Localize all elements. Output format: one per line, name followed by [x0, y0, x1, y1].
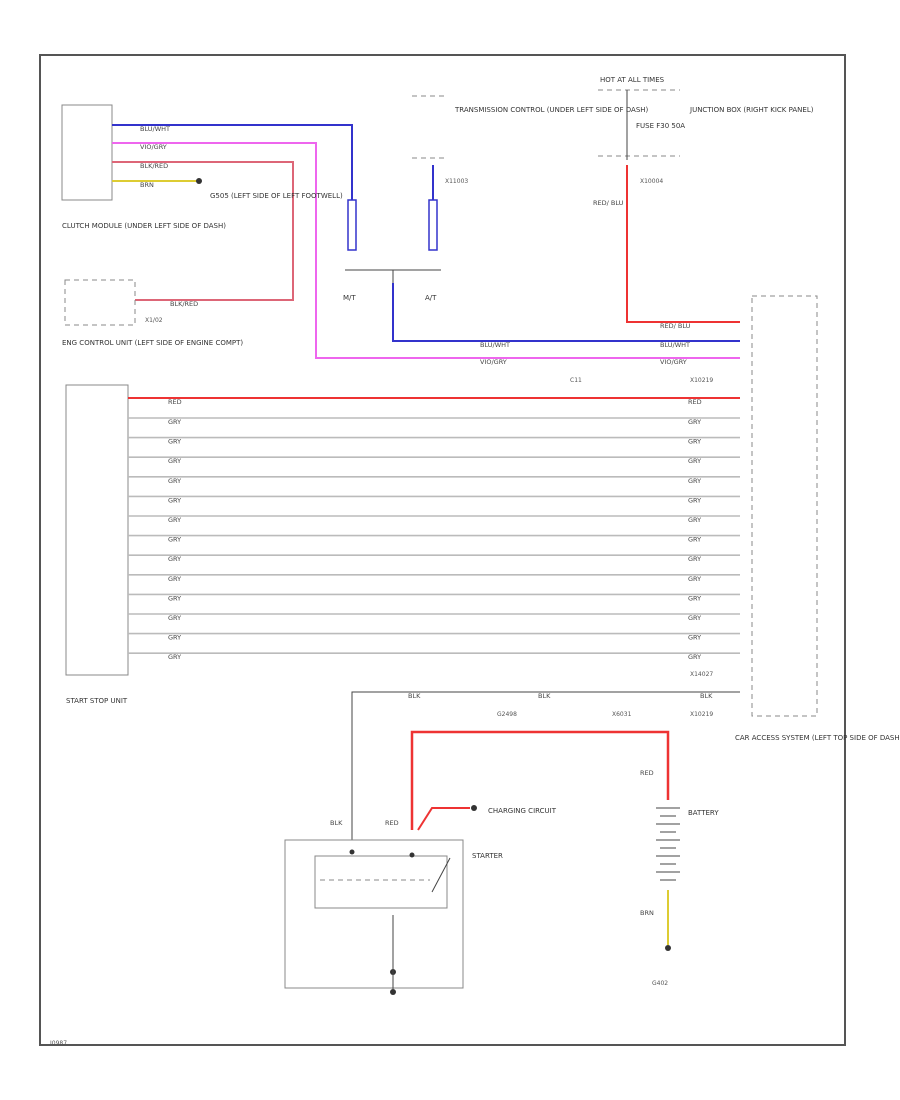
connector-x2-label: X11003 — [445, 178, 468, 185]
wire-label-brn-battery: BRN — [640, 909, 654, 917]
wire-label-red-blu-2: RED/ BLU — [660, 322, 691, 330]
ground-g505-label: G505 (LEFT SIDE OF LEFT FOOTWELL) — [210, 192, 343, 200]
splice-at — [428, 199, 438, 251]
connector-x4-label: X10219 — [690, 377, 713, 384]
splice-mt — [347, 199, 357, 251]
wire-label-gry: GRY — [688, 496, 701, 504]
figure-id: I0987 — [50, 1040, 67, 1047]
start-stop-unit-box — [65, 384, 129, 676]
wire-label-bu-wht: BLU/WHT — [140, 125, 170, 133]
starter-terminal-blk — [349, 849, 355, 855]
wire-label-bu-wht-3: BLU/WHT — [660, 341, 690, 349]
fuse-label: FUSE F30 50A — [636, 122, 685, 130]
mt-label: M/T — [343, 294, 356, 302]
wire-blk-starter — [351, 691, 740, 840]
transmission-control-label: TRANSMISSION CONTROL (UNDER LEFT SIDE OF… — [454, 106, 649, 114]
wire-label-vio-gry: VIO/GRY — [140, 143, 167, 151]
charging-circuit-dot — [471, 805, 477, 811]
start-stop-unit-label: START STOP UNIT — [66, 697, 128, 705]
wire-label-gry: GRY — [688, 653, 701, 661]
wire-red-battery — [410, 730, 670, 830]
wire-label-gry: GRY — [688, 516, 701, 524]
wire-label-gry: GRY — [168, 418, 181, 426]
wire-label-bu-wht-2: BLU/WHT — [480, 341, 510, 349]
junction-box-label: JUNCTION BOX (RIGHT KICK PANEL) — [689, 106, 814, 114]
connector-x6-label: X10219 — [690, 711, 713, 718]
wire-label-gry: GRY — [168, 477, 181, 485]
wire-label-gry: GRY — [168, 634, 181, 642]
wire-label-gry: GRY — [168, 496, 181, 504]
starter-motor-bottom — [390, 989, 396, 995]
wire-label-gry: GRY — [168, 555, 181, 563]
wire-label-gry: GRY — [168, 575, 181, 583]
wire-label-gry: GRY — [168, 536, 181, 544]
wire-label-blk-red-2: BLK/RED — [170, 300, 198, 308]
hot-at-all-times-label: HOT AT ALL TIMES — [600, 76, 665, 84]
wire-label-gry: GRY — [168, 457, 181, 465]
at-label: A/T — [425, 294, 437, 302]
wire-violet-top — [112, 142, 740, 359]
gray-wire-bundle: GRY GRY GRY GRY GRY GRY GRY GRY GRY GRY GRY GRY GRY G… — [128, 417, 740, 661]
starter-outline — [284, 839, 464, 989]
connector-x1-label: X1/02 — [145, 317, 163, 324]
connector-c2-label: G2498 — [497, 711, 517, 718]
wire-label-gry: GRY — [168, 614, 181, 622]
wire-label-gry: GRY — [168, 516, 181, 524]
wire-blkred — [112, 161, 294, 301]
wire-label-blk-red: BLK/RED — [140, 162, 168, 170]
battery-label: BATTERY — [688, 809, 719, 817]
connector-c3-label: X6031 — [612, 711, 632, 718]
wire-label-red-ssu: RED — [168, 398, 182, 406]
charging-circuit-label: CHARGING CIRCUIT — [488, 807, 557, 815]
wire-label-gry: GRY — [688, 594, 701, 602]
wire-label-gry: GRY — [688, 536, 701, 544]
starter-terminal-red — [409, 852, 415, 858]
starter-label: STARTER — [472, 852, 503, 860]
car-access-system-box — [751, 295, 818, 717]
wire-red-charging — [417, 807, 470, 831]
ecu-upper-connector — [64, 279, 136, 326]
wire-label-red-battery: RED — [640, 769, 654, 777]
connector-x3-label: X10004 — [640, 178, 663, 185]
wire-label-blk-3: BLK — [700, 692, 713, 700]
wire-label-red-blu: RED/ BLU — [593, 199, 624, 207]
ground-g505-dot — [196, 178, 202, 184]
connector-c1-label: C11 — [570, 377, 582, 384]
wire-label-gry: GRY — [688, 555, 701, 563]
wire-label-gry: GRY — [168, 438, 181, 446]
starter-switch-arm — [431, 857, 451, 893]
starter-solenoid — [314, 855, 448, 909]
wire-label-red-starter: RED — [385, 819, 399, 827]
wire-label-gry: GRY — [168, 594, 181, 602]
ground-g402-label: G402 — [652, 980, 668, 987]
wire-label-blk-1: BLK — [408, 692, 421, 700]
wire-label-gry: GRY — [688, 477, 701, 485]
wire-label-gry: GRY — [688, 634, 701, 642]
wire-label-gry: GRY — [688, 575, 701, 583]
car-access-system-label: CAR ACCESS SYSTEM (LEFT TOP SIDE OF DASH… — [735, 734, 900, 742]
wire-label-vio-gry-2: VIO/GRY — [480, 358, 507, 366]
wire-label-brn: BRN — [140, 181, 154, 189]
wire-blue-main — [392, 283, 740, 342]
wire-label-gry: GRY — [688, 418, 701, 426]
wire-label-gry: GRY — [688, 457, 701, 465]
wire-label-blk-2: BLK — [538, 692, 551, 700]
battery-cells — [656, 807, 680, 881]
clutch-module-box — [61, 104, 113, 201]
ground-g402-dot — [665, 945, 671, 951]
wire-label-gry: GRY — [688, 438, 701, 446]
wire-label-gry: GRY — [168, 653, 181, 661]
wire-label-red-cas: RED — [688, 398, 702, 406]
wire-label-gry: GRY — [688, 614, 701, 622]
diagram-frame — [39, 54, 846, 1046]
wire-label-blk-starter: BLK — [330, 819, 343, 827]
ecu-label: ENG CONTROL UNIT (LEFT SIDE OF ENGINE CO… — [62, 339, 243, 347]
wire-red-fuse — [626, 165, 740, 323]
wire-label-vio-gry-3: VIO/GRY — [660, 358, 687, 366]
clutch-module-label: CLUTCH MODULE (UNDER LEFT SIDE OF DASH) — [62, 222, 226, 230]
connector-x5-label: X14027 — [690, 671, 713, 678]
wire-blue-top — [112, 124, 353, 200]
